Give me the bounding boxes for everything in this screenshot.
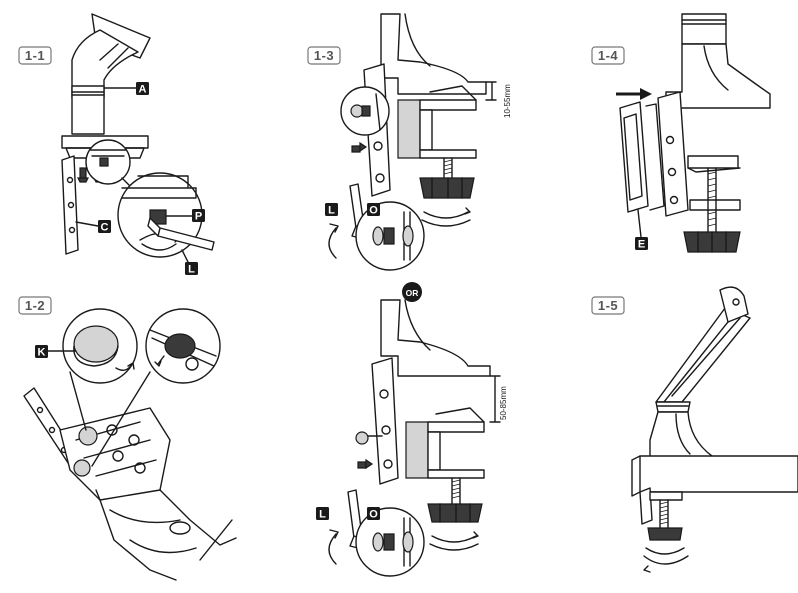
svg-text:E: E: [638, 239, 645, 251]
part-label-L-2: L: [325, 203, 338, 217]
svg-text:C: C: [101, 222, 109, 234]
svg-text:A: A: [139, 84, 147, 96]
svg-text:L: L: [328, 205, 335, 217]
step-1-1-illustration: [61, 13, 215, 258]
part-label-E: E: [635, 237, 648, 251]
part-label-P: P: [192, 209, 205, 223]
part-label-A: A: [136, 82, 149, 96]
step-1-3-lower-illustration: [328, 299, 501, 577]
svg-text:1-3: 1-3: [314, 48, 334, 63]
step-label-1-1: 1-1: [18, 46, 52, 65]
svg-text:L: L: [319, 509, 326, 521]
dimension-upper: 10-55mm: [503, 84, 512, 118]
svg-text:1-4: 1-4: [598, 48, 619, 63]
svg-text:OR: OR: [406, 288, 419, 298]
part-label-C: C: [98, 220, 111, 234]
or-separator: OR: [402, 282, 422, 302]
part-label-L-1: L: [185, 262, 198, 276]
svg-text:1-1: 1-1: [25, 48, 45, 63]
step-1-4-illustration: [616, 13, 771, 253]
svg-text:1-2: 1-2: [25, 298, 45, 313]
dimension-lower: 50-85mm: [499, 386, 508, 420]
svg-text:O: O: [369, 205, 378, 217]
step-1-3-upper-illustration: [328, 13, 497, 271]
svg-text:1-5: 1-5: [598, 298, 618, 313]
part-label-L-3: L: [316, 507, 329, 521]
step-label-1-2: 1-2: [18, 296, 52, 315]
part-label-O-2: O: [367, 507, 380, 521]
svg-text:50-85mm: 50-85mm: [499, 386, 508, 420]
svg-text:O: O: [369, 509, 378, 521]
svg-text:10-55mm: 10-55mm: [503, 84, 512, 118]
part-label-O-1: O: [367, 203, 380, 217]
step-label-1-5: 1-5: [591, 296, 625, 315]
step-label-1-3: 1-3: [307, 46, 341, 65]
step-1-2-illustration: [23, 308, 237, 581]
svg-text:P: P: [195, 211, 202, 223]
step-label-1-4: 1-4: [591, 46, 625, 65]
step-1-5-illustration: [631, 286, 798, 573]
part-label-K: K: [35, 345, 48, 359]
svg-text:L: L: [188, 264, 195, 276]
svg-text:K: K: [38, 347, 46, 359]
